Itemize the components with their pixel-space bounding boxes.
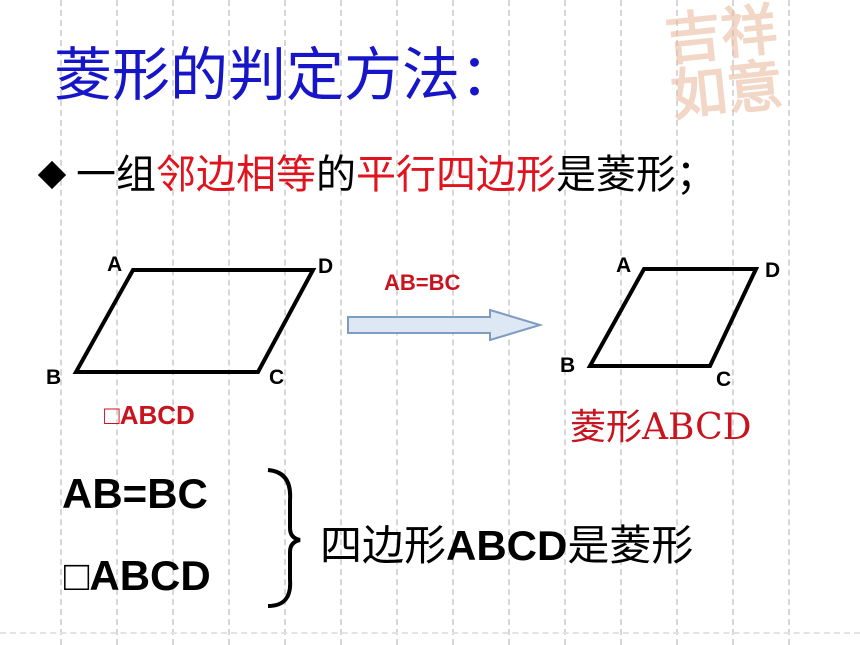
grid-line xyxy=(564,0,566,645)
vertex-label-b: B xyxy=(46,366,62,389)
statement-text: 是菱形； xyxy=(556,152,716,198)
vertex-label-b: B xyxy=(560,354,576,377)
rhombus-shape xyxy=(586,267,760,368)
grid-line xyxy=(340,0,342,645)
conclusion-name: ABCD xyxy=(446,522,568,569)
condition-parallelogram: □ABCD xyxy=(64,552,211,599)
grid-line xyxy=(172,0,174,645)
vertex-label-d: D xyxy=(765,259,781,282)
grid-line xyxy=(116,0,118,645)
statement-text: 一组 xyxy=(76,152,156,198)
conclusion-text: 是菱形 xyxy=(567,521,694,570)
vertex-label-c: C xyxy=(269,366,285,389)
arrow-icon xyxy=(347,308,544,342)
grid-line xyxy=(60,0,62,645)
brace-icon xyxy=(267,468,301,608)
grid-line xyxy=(788,0,790,645)
arrow-label: AB=BC xyxy=(384,270,461,295)
parallelogram-shape xyxy=(72,268,317,374)
vertex-label-a: A xyxy=(107,253,123,276)
grid-line xyxy=(676,0,678,645)
conclusion: 四边形ABCD是菱形 xyxy=(320,512,693,573)
statement-highlight: 邻边相等 xyxy=(156,152,316,198)
rhombus-label: 菱形ABCD xyxy=(570,407,752,448)
conclusion-text: 四边形 xyxy=(320,521,447,570)
page-title: 菱形的判定方法： xyxy=(54,41,519,109)
vertex-label-d: D xyxy=(318,255,334,278)
theorem-statement: 一组邻边相等的平行四边形是菱形； xyxy=(36,142,716,200)
condition-adjacent-sides: AB=BC xyxy=(62,470,208,517)
vertex-label-a: A xyxy=(616,254,632,277)
statement-text: 的 xyxy=(316,152,356,198)
grid-line xyxy=(228,0,230,645)
parallelogram-label: □ABCD xyxy=(104,400,195,430)
grid-line xyxy=(732,0,734,645)
vertex-label-c: C xyxy=(716,368,732,391)
grid-line xyxy=(0,632,860,634)
grid-line xyxy=(620,0,622,645)
statement-highlight: 平行四边形 xyxy=(356,152,556,198)
